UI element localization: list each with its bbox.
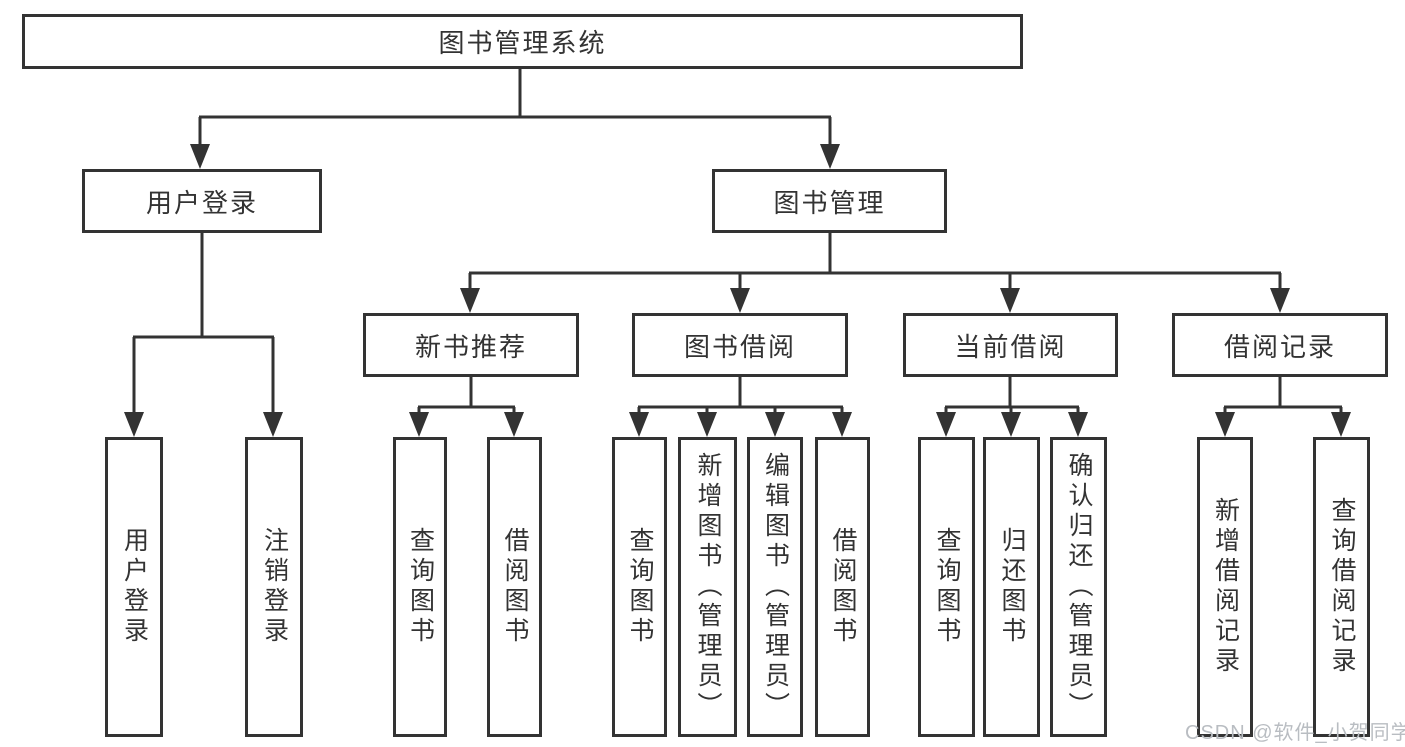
arrow-down-icon: [1068, 412, 1088, 437]
arrow-down-icon: [629, 412, 649, 437]
arrow-down-icon: [697, 412, 717, 437]
leaf-query-books-current: 查询图书: [918, 437, 975, 737]
arrow-down-icon: [263, 412, 283, 437]
node-book-management: 图书管理: [712, 169, 947, 233]
node-root: 图书管理系统: [22, 14, 1023, 69]
leaf-label: 查询图书: [933, 527, 961, 647]
watermark: CSDN @软件_小贺同学: [1185, 722, 1405, 744]
leaf-label: 借阅图书: [501, 527, 529, 647]
leaf-query-borrow-record: 查询借阅记录: [1313, 437, 1370, 737]
leaf-query-books-borrow: 查询图书: [612, 437, 667, 737]
leaf-label: 借阅图书: [829, 527, 857, 647]
leaf-label: 归还图书: [998, 527, 1026, 647]
leaf-user-login: 用户登录: [105, 437, 163, 737]
leaf-label: 新增图书（管理员）: [694, 452, 722, 722]
connector-new-book-recommend: [417, 377, 516, 416]
leaf-label: 查询图书: [406, 527, 435, 647]
arrow-down-icon: [765, 412, 785, 437]
connector-book-management: [468, 233, 1282, 292]
arrow-down-icon: [936, 412, 956, 437]
leaf-borrow-books-borrow: 借阅图书: [815, 437, 870, 737]
arrow-down-icon: [1001, 412, 1021, 437]
arrow-down-icon: [504, 412, 524, 437]
leaf-label: 注销登录: [260, 527, 289, 647]
arrow-down-icon: [832, 412, 852, 437]
arrow-down-icon: [1331, 412, 1351, 437]
arrowheads: [124, 144, 1351, 437]
arrow-down-icon: [190, 144, 210, 169]
leaf-edit-books-admin: 编辑图书（管理员）: [747, 437, 803, 737]
leaf-label: 确认归还（管理员）: [1065, 452, 1093, 722]
node-new-book-recommend: 新书推荐: [363, 313, 579, 377]
leaf-query-books-recommend: 查询图书: [393, 437, 447, 737]
arrow-down-icon: [730, 288, 750, 313]
node-book-borrow: 图书借阅: [632, 313, 848, 377]
arrow-down-icon: [1215, 412, 1235, 437]
node-current-borrow: 当前借阅: [903, 313, 1118, 377]
connector-book-borrow: [637, 377, 844, 416]
arrow-down-icon: [1270, 288, 1290, 313]
leaf-label: 新增借阅记录: [1211, 497, 1240, 677]
leaf-label: 编辑图书（管理员）: [761, 452, 790, 722]
connector-current-borrow: [944, 377, 1080, 416]
leaf-return-books: 归还图书: [983, 437, 1040, 737]
arrow-down-icon: [820, 144, 840, 169]
arrow-down-icon: [409, 412, 429, 437]
leaf-add-borrow-record: 新增借阅记录: [1197, 437, 1253, 737]
leaf-logout: 注销登录: [245, 437, 303, 737]
leaf-confirm-return-admin: 确认归还（管理员）: [1050, 437, 1107, 737]
leaf-label: 用户登录: [120, 527, 149, 647]
leaf-label: 查询图书: [626, 527, 654, 647]
connector-user-login: [132, 233, 275, 416]
leaf-borrow-books-recommend: 借阅图书: [487, 437, 542, 737]
node-borrow-records: 借阅记录: [1172, 313, 1388, 377]
connector-lines: [132, 69, 1343, 416]
node-user-login: 用户登录: [82, 169, 322, 233]
connector-borrow-records: [1223, 377, 1343, 416]
arrow-down-icon: [1000, 288, 1020, 313]
connector-root: [198, 69, 832, 148]
leaf-label: 查询借阅记录: [1328, 497, 1356, 677]
arrow-down-icon: [124, 412, 144, 437]
arrow-down-icon: [460, 288, 480, 313]
leaf-add-books-admin: 新增图书（管理员）: [678, 437, 737, 737]
